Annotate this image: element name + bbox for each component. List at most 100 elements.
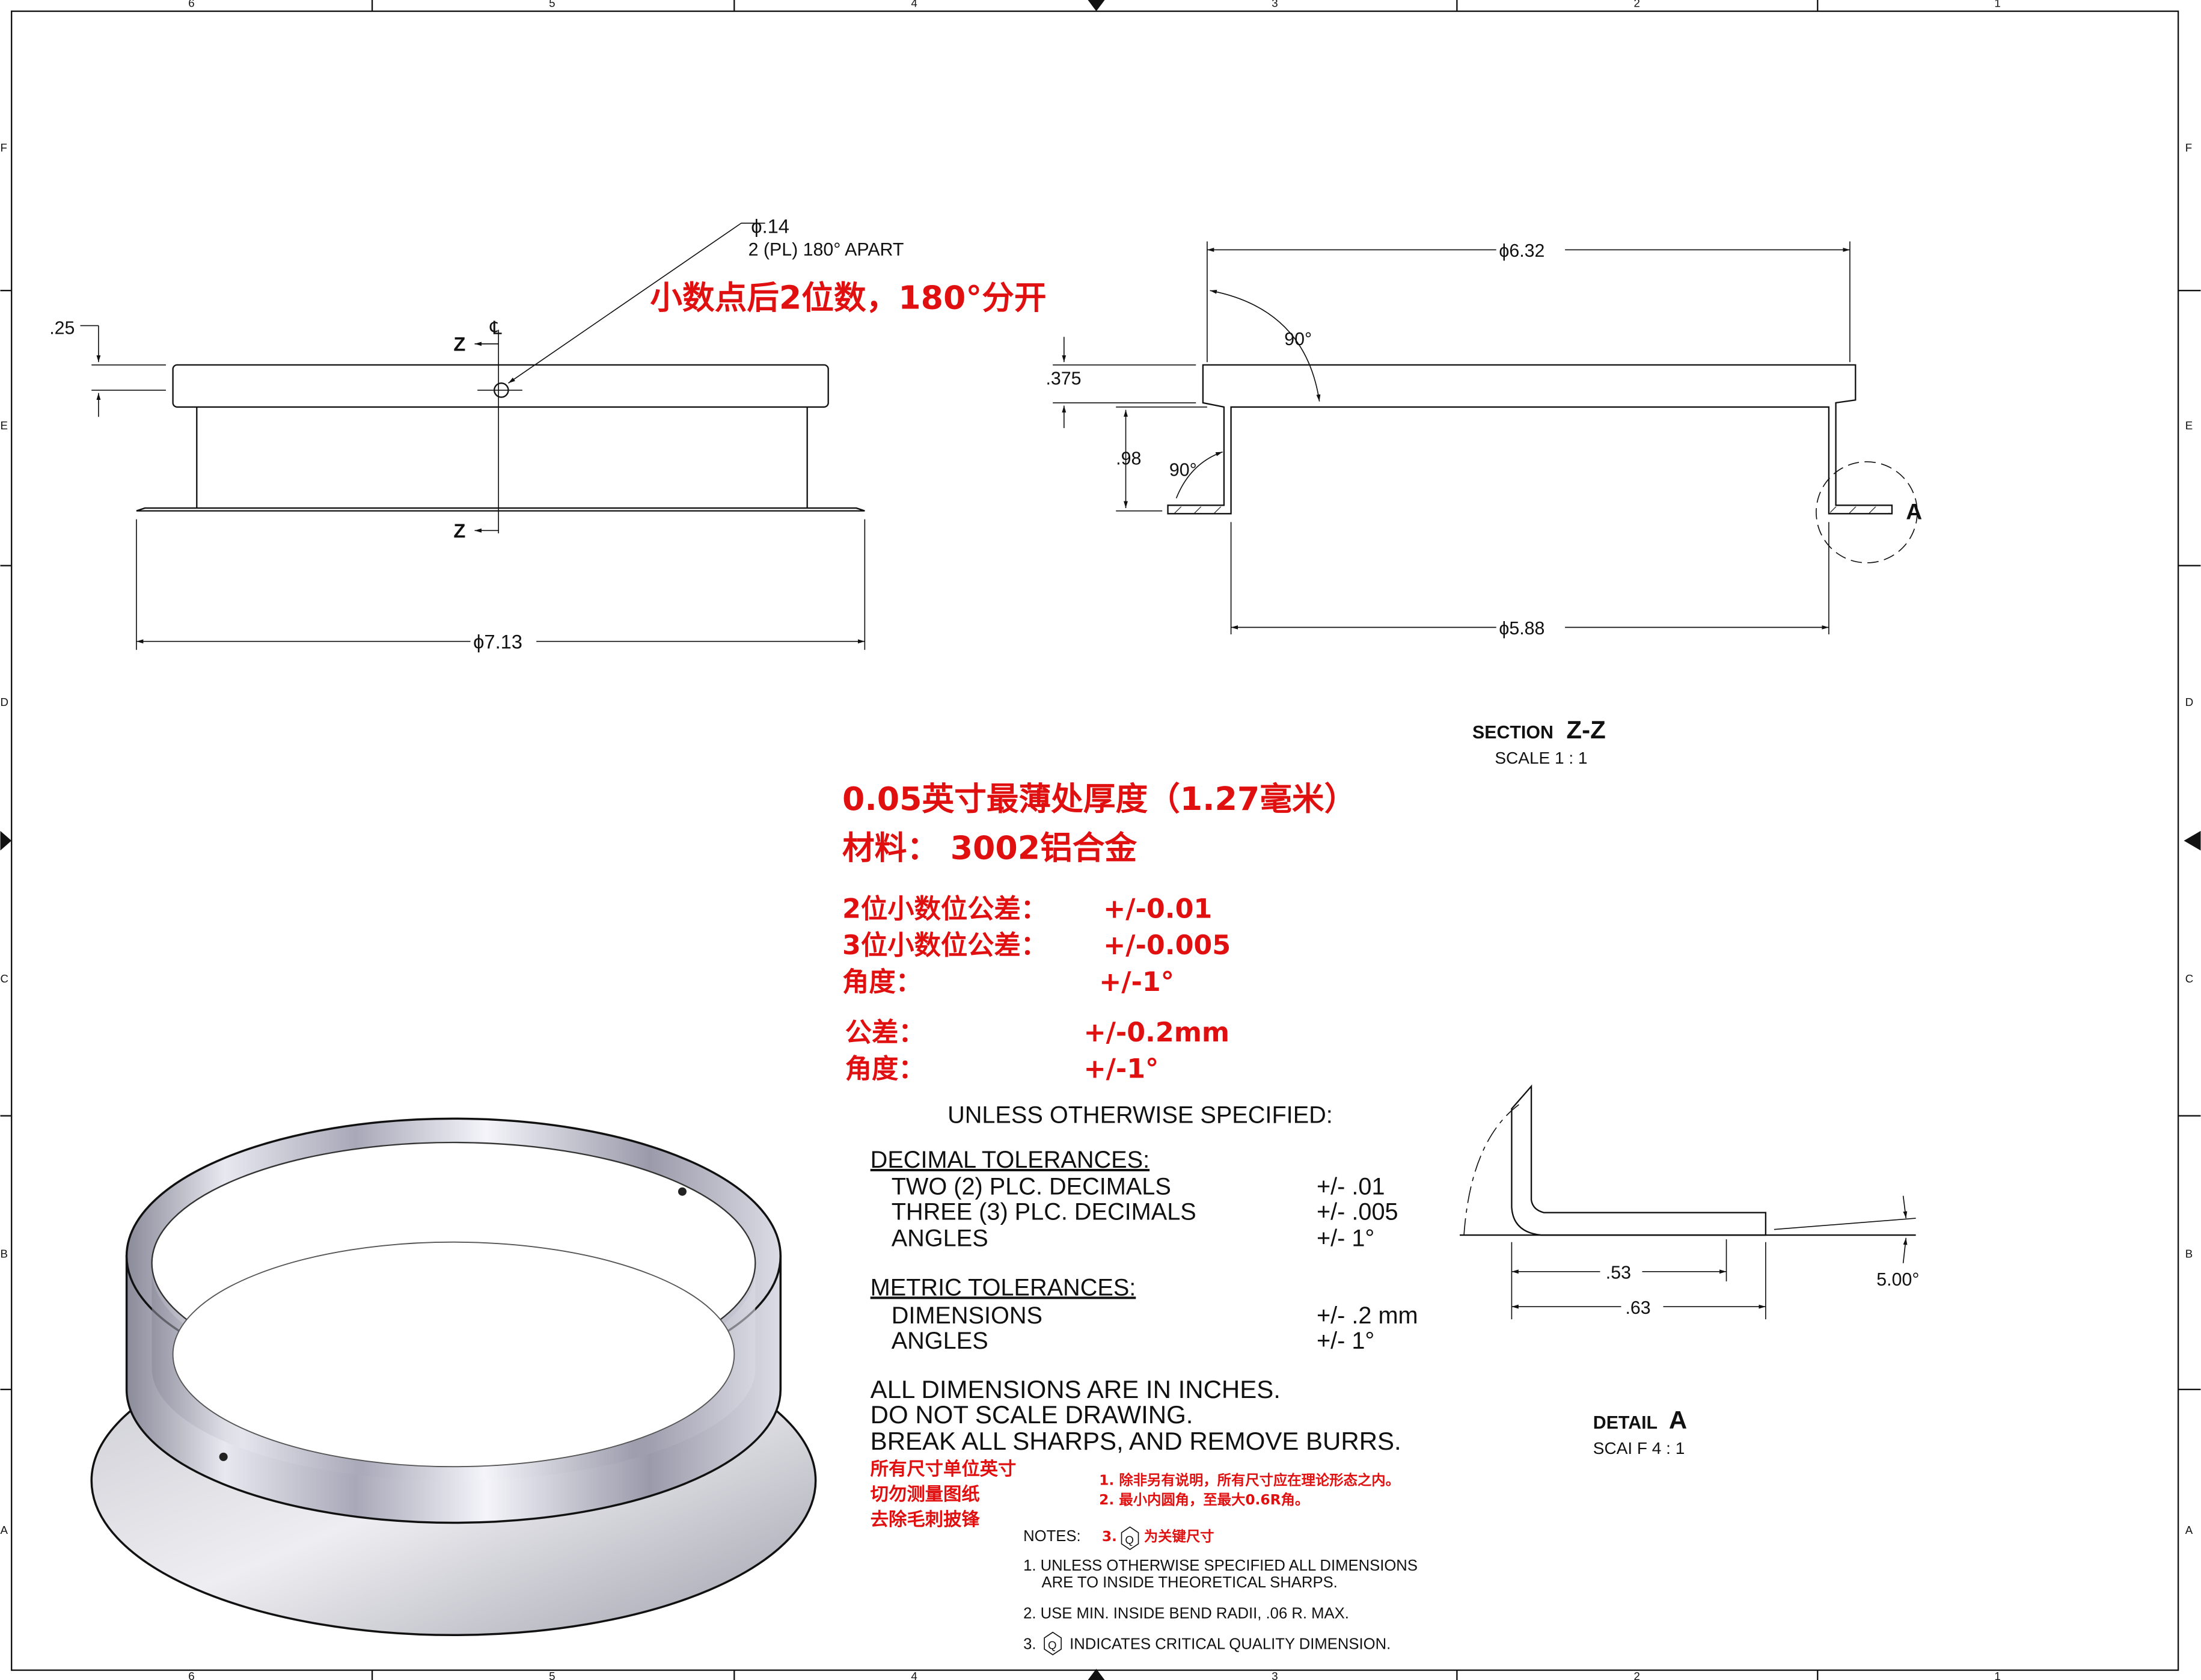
front-view: ϕ.14 2 (PL) 180° APART 小数点后2位数，180°分开 .2… (49, 215, 1046, 652)
note-item-3: INDICATES CRITICAL QUALITY DIMENSION. (1070, 1636, 1391, 1653)
zone-row: C (2185, 972, 2193, 985)
angle-bottom: 90° (1169, 460, 1197, 480)
decimal-row-label: THREE (3) PLC. DECIMALS (892, 1198, 1196, 1225)
detail-scale: SCAI F 4 : 1 (1593, 1439, 1685, 1458)
center-mark-right (2184, 830, 2201, 851)
zone-col: 2 (1633, 0, 1639, 10)
zone-row: A (2185, 1524, 2193, 1536)
decimal-row-value: +/- 1° (1317, 1225, 1374, 1252)
metric-row-label: DIMENSIONS (892, 1302, 1042, 1329)
zone-row: D (2185, 696, 2193, 708)
hole-note: 2 (PL) 180° APART (748, 240, 904, 260)
center-mark-left (0, 830, 12, 851)
section-mark-top: Z (453, 333, 465, 355)
hole-diameter: ϕ.14 (751, 215, 789, 237)
tolerance-label: 角度： (842, 967, 922, 998)
note-item: 2. USE MIN. INSIDE BEND RADII, .06 R. MA… (1023, 1605, 1349, 1622)
general-note: ALL DIMENSIONS ARE IN INCHES. (871, 1375, 1281, 1403)
general-note-cn: 切勿测量图纸 (871, 1484, 980, 1505)
decimal-heading: DECIMAL TOLERANCES: (871, 1147, 1149, 1173)
center-mark-top (1088, 0, 1105, 11)
tolerance-heading: UNLESS OTHERWISE SPECIFIED: (947, 1102, 1333, 1128)
hole-note-cn: 小数点后2位数，180°分开 (650, 279, 1046, 317)
tolerance-value: +/-1° (1083, 1054, 1159, 1085)
section-view: ϕ6.32 ϕ5.88 .375 .98 90° 90° A SECTION Z… (1045, 241, 1922, 767)
general-note: BREAK ALL SHARPS, AND REMOVE BURRS. (871, 1427, 1401, 1455)
inner-diameter-dim: ϕ5.88 (1499, 619, 1544, 639)
section-mark-bottom: Z (453, 520, 465, 542)
note-cn-3: 为关键尺寸 (1144, 1528, 1214, 1545)
zone-row: B (1, 1247, 8, 1260)
decimal-row-label: ANGLES (892, 1225, 988, 1252)
center-mark-bottom (1088, 1669, 1105, 1680)
note-item: 1. UNLESS OTHERWISE SPECIFIED ALL DIMENS… (1023, 1557, 1418, 1574)
section-title-id: Z-Z (1566, 716, 1605, 744)
note-cn-3-number: 3. (1102, 1528, 1117, 1545)
zone-row: D (1, 696, 8, 708)
angle-top: 90° (1284, 330, 1312, 349)
tolerance-label: 3位小数位公差： (842, 930, 1047, 961)
detail-a-view: .53 .63 5.00° DETAIL A SCAI F 4 : 1 (1460, 1084, 1919, 1458)
zone-row: B (2185, 1247, 2193, 1260)
zone-row: C (1, 972, 8, 985)
zone-row: F (2185, 141, 2192, 154)
zone-col: 1 (1994, 1670, 2000, 1680)
notes: NOTES: Q 1. UNLESS OTHERWISE SPECIFIED A… (1023, 1526, 1418, 1655)
detail-title-id: A (1669, 1406, 1687, 1434)
zone-row: E (1, 419, 8, 432)
hole (493, 382, 509, 398)
red-specs: 0.05英寸最薄处厚度（1.27毫米） 材料： 3002铝合金 2位小数位公差：… (842, 780, 1356, 1085)
zone-col: 4 (911, 0, 917, 10)
tolerance-value: +/-0.005 (1103, 930, 1231, 961)
outer-diameter-dim: ϕ7.13 (473, 630, 522, 652)
zone-col: 6 (188, 0, 194, 10)
detail-dim-inner: .53 (1606, 1263, 1631, 1283)
flange-thickness-dim: .25 (49, 319, 75, 339)
svg-text:Q: Q (1048, 1639, 1057, 1652)
zone-col: 3 (1272, 1670, 1278, 1680)
zone-row: E (2185, 419, 2193, 432)
metric-row-label: ANGLES (892, 1328, 988, 1354)
detail-callout: A (1906, 499, 1922, 524)
tolerance-label: 公差： (845, 1017, 925, 1048)
note-cn: 1. 除非另有说明，所有尺寸应在理论形态之内。 (1099, 1472, 1400, 1489)
general-note-cn: 所有尺寸单位英寸 (871, 1458, 1017, 1480)
tolerance-value: +/-0.2mm (1083, 1017, 1229, 1048)
material-note: 材料： 3002铝合金 (842, 829, 1137, 867)
general-note-cn: 去除毛刺披锋 (871, 1509, 981, 1530)
metric-row-value: +/- 1° (1317, 1328, 1374, 1354)
tolerance-value: +/-0.01 (1103, 894, 1212, 925)
detail-a-circle (1816, 461, 1918, 563)
q-symbol-icon: Q (1044, 1631, 1062, 1655)
zone-col: 1 (1994, 0, 2000, 10)
decimal-row-label: TWO (2) PLC. DECIMALS (892, 1173, 1171, 1200)
svg-text:Q: Q (1125, 1534, 1134, 1547)
notes-label: NOTES: (1023, 1528, 1081, 1545)
top-diameter-dim: ϕ6.32 (1499, 241, 1544, 261)
zone-col: 5 (549, 0, 555, 10)
centerline-symbol: ℄ (489, 319, 502, 339)
tolerance-label: 2位小数位公差： (842, 894, 1047, 925)
detail-dim-outer: .63 (1625, 1298, 1650, 1318)
note-cn: 2. 最小内圆角，至最大0.6R角。 (1099, 1491, 1309, 1508)
zone-col: 5 (549, 1670, 555, 1680)
thickness-note: 0.05英寸最薄处厚度（1.27毫米） (842, 780, 1356, 818)
note-item: ARE TO INSIDE THEORETICAL SHARPS. (1041, 1574, 1337, 1591)
metric-row-value: +/- .2 mm (1317, 1302, 1418, 1329)
zone-col: 2 (1633, 1670, 1639, 1680)
zone-row: F (1, 141, 7, 154)
note-item-3-number: 3. (1023, 1636, 1036, 1653)
wall-height-dim: .98 (1116, 449, 1141, 469)
q-symbol-icon: Q (1121, 1526, 1139, 1550)
section-scale: SCALE 1 : 1 (1495, 749, 1587, 767)
detail-title: DETAIL (1593, 1413, 1658, 1433)
decimal-row-value: +/- .01 (1317, 1173, 1385, 1200)
isometric-render (90, 1117, 817, 1637)
flange-height-dim: .375 (1045, 369, 1081, 389)
tolerance-block: UNLESS OTHERWISE SPECIFIED: DECIMAL TOLE… (871, 1102, 1418, 1455)
zone-col: 6 (188, 1670, 194, 1680)
zone-row: A (1, 1524, 8, 1536)
zone-col: 3 (1272, 0, 1278, 10)
section-title: SECTION (1472, 723, 1554, 743)
